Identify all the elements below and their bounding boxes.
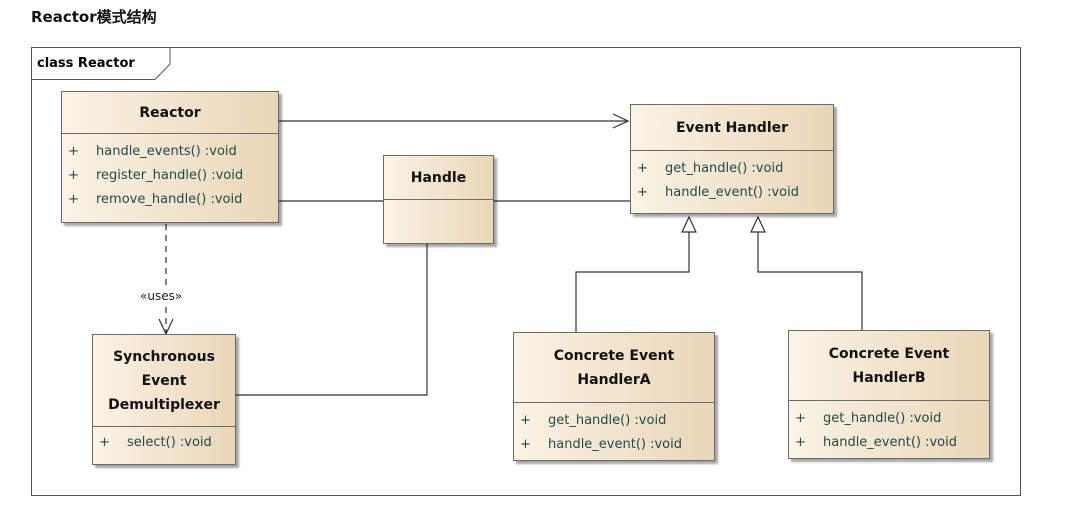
class-name: Synchronous Event Demultiplexer [93,335,235,427]
generalization-b-line [757,232,863,330]
diagram-frame [31,47,1021,496]
class-handle: Handle [383,155,494,244]
operation: +remove_handle() :void [68,192,243,207]
class-concrete-event-handler-b: Concrete Event HandlerB +get_handle() :v… [788,330,990,459]
frame-tab [31,47,171,80]
operation-list: +get_handle() :void +handle_event() :voi… [514,403,714,457]
class-reactor: Reactor +handle_events() :void +register… [61,91,279,223]
operation: +get_handle() :void [637,161,784,176]
generalization-a-line [575,232,690,332]
frame-label: class Reactor [37,56,135,71]
class-synchronous-event-demultiplexer: Synchronous Event Demultiplexer +select(… [92,334,236,465]
operation-list: +get_handle() :void +handle_event() :voi… [631,151,833,205]
operation: +handle_event() :void [795,435,957,450]
handle-demux-association [236,244,428,396]
class-name: Concrete Event HandlerB [789,331,989,401]
operation: +get_handle() :void [520,413,667,428]
operation: +handle_event() :void [637,185,799,200]
operation-list: +handle_events() :void +register_handle(… [62,134,278,212]
generalization-a-arrowhead [681,215,697,233]
page-title: Reactor模式结构 [31,8,157,26]
operation: +register_handle() :void [68,168,244,183]
class-concrete-event-handler-a: Concrete Event HandlerA +get_handle() :v… [513,332,715,461]
uses-stereotype-label: «uses» [140,289,183,303]
operation: +get_handle() :void [795,411,942,426]
operation-list: +select() :void [93,427,235,455]
operation: +handle_event() :void [520,437,682,452]
class-name: Reactor [62,92,278,134]
class-name: Concrete Event HandlerA [514,333,714,403]
association-arrowhead [612,113,630,129]
operation: +select() :void [99,435,212,450]
class-name: Event Handler [631,105,833,151]
operation: +handle_events() :void [68,144,237,159]
class-event-handler: Event Handler +get_handle() :void +handl… [630,104,834,214]
generalization-b-arrowhead [750,215,766,233]
class-name: Handle [384,156,493,200]
operation-list: +get_handle() :void +handle_event() :voi… [789,401,989,455]
